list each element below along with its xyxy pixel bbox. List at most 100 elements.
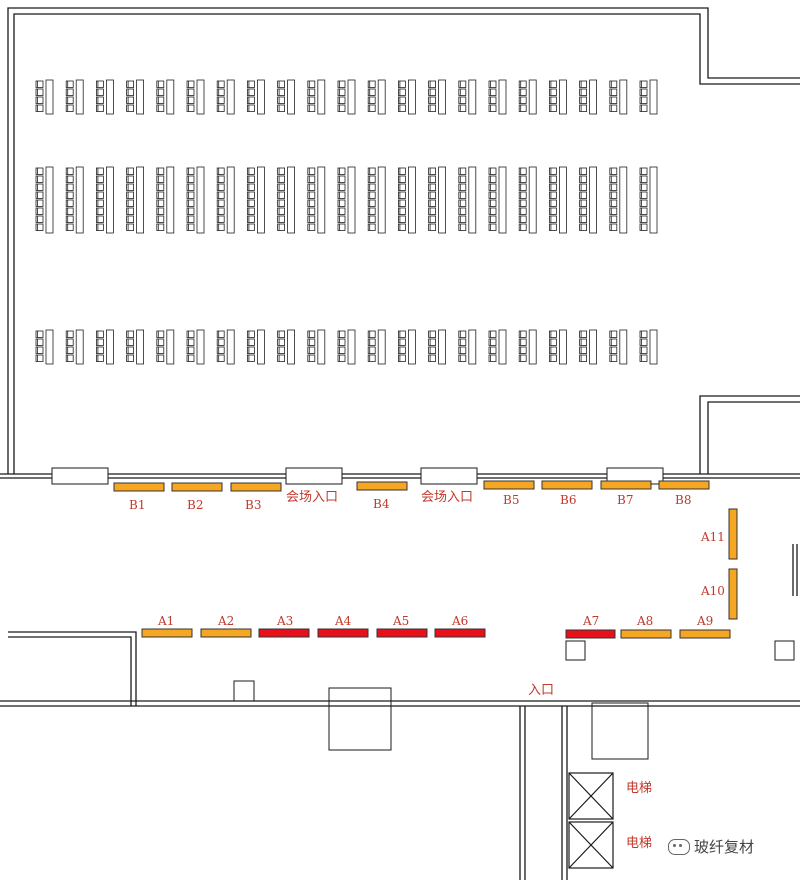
chair	[35, 330, 44, 338]
booth-b4[interactable]	[356, 481, 408, 491]
chair	[639, 191, 648, 199]
booth-a7[interactable]	[565, 629, 616, 639]
chair	[458, 88, 467, 96]
booth-b6[interactable]	[541, 480, 593, 490]
seat-block	[277, 329, 296, 365]
chair	[428, 80, 437, 88]
booth-b3[interactable]	[230, 482, 282, 492]
chair	[277, 338, 286, 346]
chair	[126, 199, 134, 207]
pillar	[774, 640, 795, 661]
chair	[186, 346, 195, 354]
booth-label-a6: A6	[452, 614, 469, 628]
chair	[277, 215, 286, 223]
chair	[458, 346, 467, 354]
chair	[96, 80, 104, 88]
seat-block	[639, 329, 658, 365]
chair	[96, 167, 104, 175]
chair	[609, 183, 618, 191]
chair	[96, 223, 104, 231]
seat-block	[277, 79, 296, 115]
chair	[458, 104, 467, 112]
chair	[65, 338, 74, 346]
seat-block	[579, 329, 597, 365]
chair	[518, 104, 527, 112]
chair	[458, 330, 467, 338]
chair	[65, 354, 74, 362]
chair	[216, 104, 225, 112]
chair	[549, 346, 557, 354]
chair	[65, 175, 74, 183]
chair	[96, 354, 104, 362]
chair	[186, 80, 195, 88]
chair	[156, 183, 165, 191]
chair	[458, 175, 467, 183]
chair	[65, 183, 74, 191]
seat-block	[35, 329, 54, 365]
seat-block	[549, 329, 567, 365]
seat-block	[367, 79, 386, 115]
chair	[609, 346, 618, 354]
chair	[337, 183, 346, 191]
chair	[277, 330, 286, 338]
booth-a4[interactable]	[317, 628, 369, 638]
booth-a5[interactable]	[376, 628, 428, 638]
seat-block	[639, 166, 658, 234]
booth-label-a10: A10	[701, 584, 725, 598]
chair	[337, 207, 346, 215]
seat-block	[397, 166, 416, 234]
booth-b5[interactable]	[483, 480, 535, 490]
chair	[579, 183, 587, 191]
seat-block	[518, 79, 537, 115]
chair	[458, 183, 467, 191]
chair	[277, 354, 286, 362]
chair	[96, 330, 104, 338]
booth-a2[interactable]	[200, 628, 252, 638]
chair	[609, 354, 618, 362]
chair	[307, 338, 316, 346]
booth-b2[interactable]	[171, 482, 223, 492]
chair	[639, 223, 648, 231]
chair	[156, 215, 165, 223]
booth-a9[interactable]	[679, 629, 731, 639]
booth-b1[interactable]	[113, 482, 165, 492]
chair	[246, 346, 255, 354]
chair	[216, 167, 225, 175]
booth-a1[interactable]	[141, 628, 193, 638]
chair	[488, 330, 497, 338]
chair	[397, 167, 406, 175]
booth-b7[interactable]	[600, 480, 652, 490]
chair	[337, 167, 346, 175]
chair	[397, 338, 406, 346]
chair	[428, 346, 437, 354]
booth-a3[interactable]	[258, 628, 310, 638]
chair	[246, 191, 255, 199]
booth-a8[interactable]	[620, 629, 672, 639]
chair	[488, 88, 497, 96]
booth-a11[interactable]	[728, 508, 738, 560]
booth-b8[interactable]	[658, 480, 710, 490]
chair	[307, 191, 316, 199]
chair	[579, 104, 587, 112]
chair	[428, 199, 437, 207]
chair	[337, 104, 346, 112]
chair	[126, 215, 134, 223]
booth-label-a4: A4	[335, 614, 352, 628]
seat-block	[35, 79, 54, 115]
booth-a6[interactable]	[434, 628, 486, 638]
chair	[518, 346, 527, 354]
chair	[307, 207, 316, 215]
chair	[126, 96, 134, 104]
booth-a10[interactable]	[728, 568, 738, 620]
chair	[609, 338, 618, 346]
chair	[246, 88, 255, 96]
chair	[488, 338, 497, 346]
chair	[488, 215, 497, 223]
seat-block	[277, 166, 296, 234]
pillar	[565, 640, 586, 661]
chair	[458, 199, 467, 207]
chair	[397, 223, 406, 231]
chair	[307, 354, 316, 362]
chair	[307, 330, 316, 338]
chair	[307, 167, 316, 175]
